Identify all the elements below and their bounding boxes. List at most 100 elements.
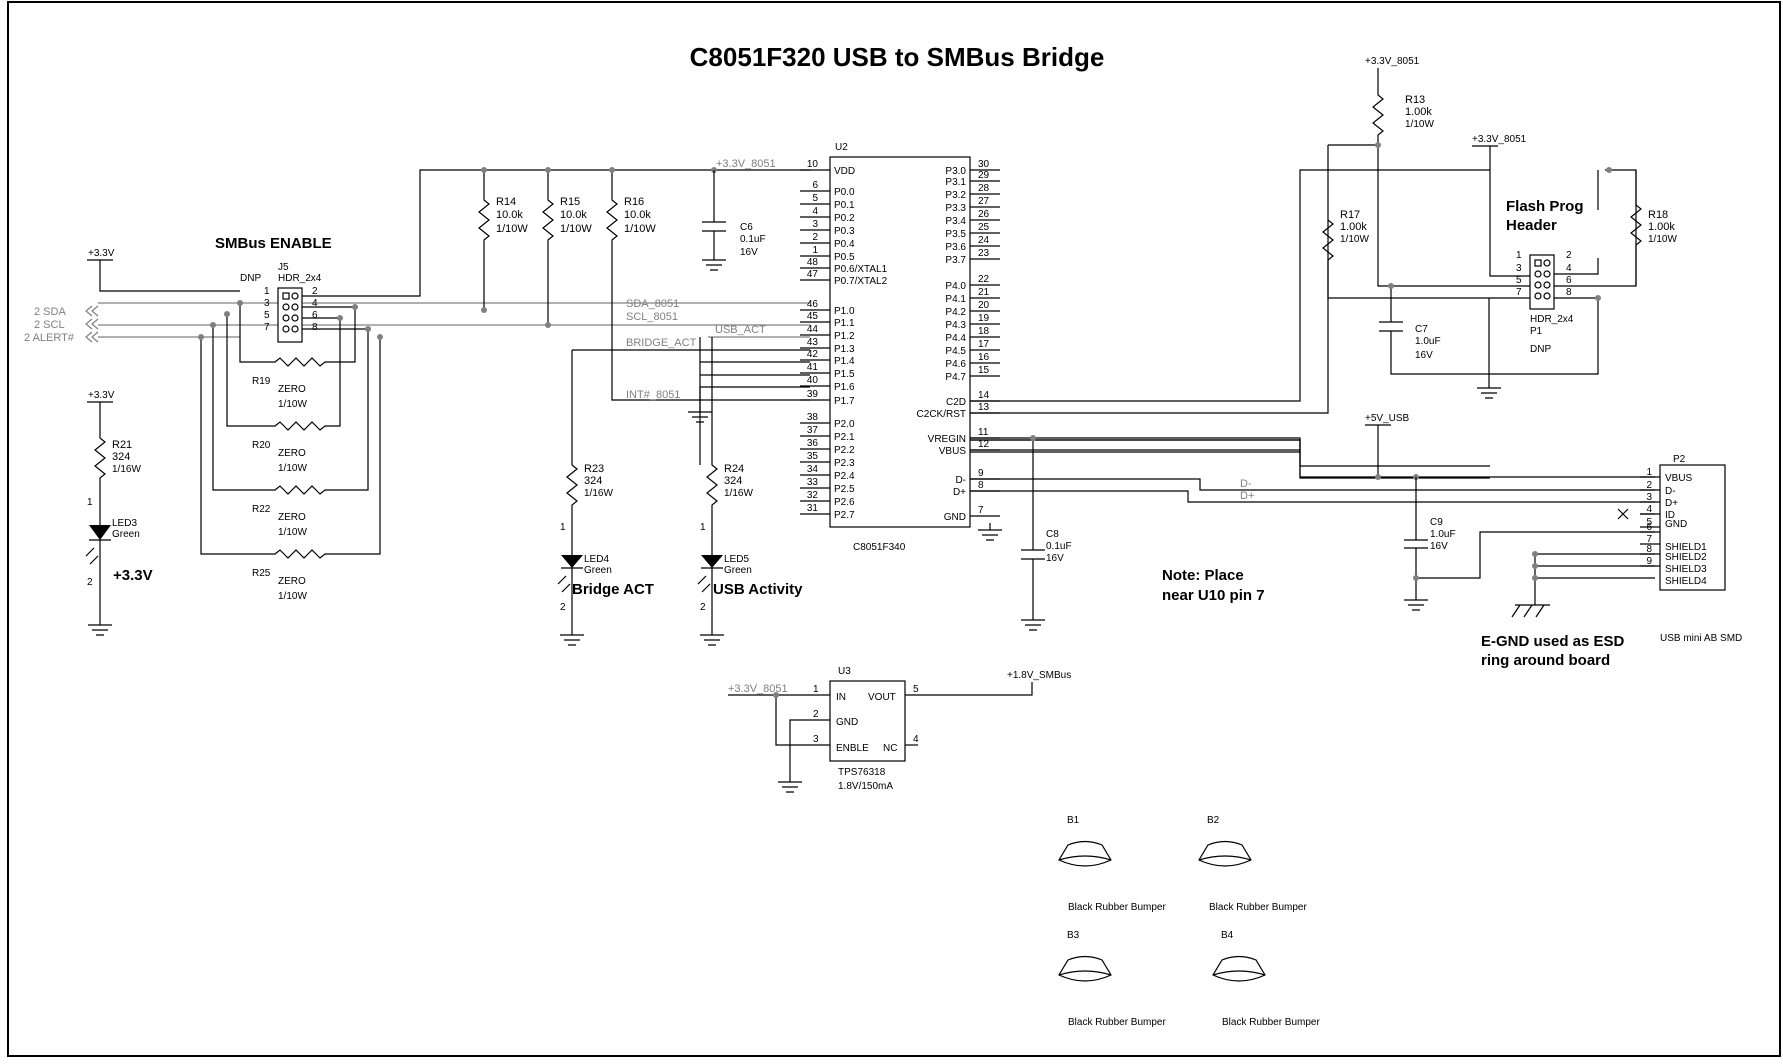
port-scl: 2 SCL [34, 319, 65, 331]
p2-pin-name: ID [1665, 510, 1675, 521]
net-scl: SCL_8051 [626, 311, 678, 323]
flash-prog-section: +3.3V_8051 R13 1.00k 1/10W R17 1.00k 1/1… [1322, 56, 1677, 399]
u2-left-pin-name: P1.3 [834, 344, 855, 355]
u2-right-pin-name: P4.7 [945, 372, 966, 383]
svg-text:B2: B2 [1207, 815, 1220, 826]
svg-text:Black Rubber Bumper: Black Rubber Bumper [1209, 902, 1307, 913]
u3-pin-gnd: GND [836, 717, 858, 728]
u2-left-pin-name: P1.7 [834, 396, 855, 407]
net-dm: D- [1240, 478, 1252, 490]
u3-pin5: 5 [913, 684, 919, 695]
r17-ref: R17 [1340, 209, 1360, 221]
net-dp: D+ [1240, 490, 1254, 502]
p2-pin-num: 9 [1646, 556, 1652, 567]
j5-pin-2: 2 [312, 286, 318, 297]
c9-volt: 16V [1430, 541, 1448, 552]
j5-dnp: DNP [240, 273, 261, 284]
u2-right-pin-num: 7 [978, 505, 984, 516]
u2-part: C8051F340 [853, 542, 906, 553]
u3-pin1: 1 [813, 684, 819, 695]
pullups-section: R14 10.0k 1/10W R15 10.0k 1/10W R16 10.0… [478, 158, 810, 465]
egnd-note-1: E-GND used as ESD [1481, 633, 1625, 650]
u2-right-pin-name: P3.7 [945, 255, 966, 266]
u2-right-pin-name: P4.5 [945, 346, 966, 357]
r18-val: 1.00k [1648, 221, 1675, 233]
u2-left-pin-name: P2.6 [834, 497, 855, 508]
u2-right-pin-num: 18 [978, 326, 990, 337]
c8-ref: C8 [1046, 529, 1059, 540]
u2-right-pin-name: VREGIN [928, 434, 966, 445]
r16-pwr: 1/10W [624, 223, 656, 235]
net-bridge-act: BRIDGE_ACT [626, 337, 697, 349]
u2-left-pin-name: P0.6/XTAL1 [834, 264, 888, 275]
p2-pin-num: 8 [1646, 544, 1652, 555]
u2-right-pin-name: P3.6 [945, 242, 966, 253]
r16-val: 10.0k [624, 209, 651, 221]
p1-pin-8: 8 [1566, 287, 1572, 298]
u2-left-pin-name: P2.3 [834, 458, 855, 469]
c8-val: 0.1uF [1046, 541, 1072, 552]
u2-left-pin-num: 38 [807, 412, 819, 423]
u2-right-pin-num: 11 [978, 427, 989, 438]
p2-pin-name: D- [1665, 486, 1676, 497]
u2-left-pin-name: P1.4 [834, 356, 855, 367]
r17-pwr: 1/10W [1340, 234, 1369, 245]
u2-right-pin-num: 9 [978, 468, 984, 479]
svg-text:B4: B4 [1221, 930, 1234, 941]
u2-right-pin-name: P4.1 [945, 294, 966, 305]
led3-cathode-pin: 2 [87, 577, 93, 588]
p2-body [1659, 464, 1726, 591]
r23-pwr: 1/16W [584, 488, 613, 499]
u2-left-pin-num: 3 [812, 219, 818, 230]
r15-ref: R15 [560, 196, 580, 208]
led3-section: +3.3V R21 324 1/16W 1 LED3 Green 2 +3.3V [85, 390, 153, 636]
j5-pin-4: 4 [312, 298, 318, 309]
u2-left-pin-name: P2.1 [834, 432, 855, 443]
u2-left-pin-num: 2 [812, 232, 818, 243]
u2-left-pin-num: 41 [807, 362, 819, 373]
r13-ref: R13 [1405, 94, 1425, 106]
u2-left-pin-name: P2.5 [834, 484, 855, 495]
sheet-title: C8051F320 USB to SMBus Bridge [690, 42, 1105, 72]
u2-right-pin-num: 19 [978, 313, 990, 324]
u2-left-pin-num: 40 [807, 375, 819, 386]
net-5v-usb: +5V_USB [1365, 413, 1410, 424]
p2-pin-num: 3 [1646, 492, 1652, 503]
u2-right-pin-name: P4.2 [945, 307, 966, 318]
u2-left-pin-name: P1.1 [834, 318, 855, 329]
u2-right-pin-name: D+ [953, 487, 966, 498]
c7-val: 1.0uF [1415, 336, 1441, 347]
u3-pin-enble: ENBLE [836, 743, 869, 754]
bumper-b2: B2 Black Rubber Bumper [1198, 815, 1307, 913]
j5-junctions [198, 300, 383, 340]
led4-cathode-pin: 2 [560, 602, 566, 613]
u2-left-pin-name: P2.7 [834, 510, 855, 521]
led3-anode-pin: 1 [87, 497, 93, 508]
r20-val: ZERO [278, 448, 306, 459]
bridge-act-label: Bridge ACT [572, 581, 654, 598]
p2-pin-name: SHIELD1 [1665, 542, 1707, 553]
u2-right-pin-num: 15 [978, 365, 990, 376]
u2-ref: U2 [835, 142, 848, 153]
p2-ref: P2 [1673, 454, 1686, 465]
smbus-enable-heading: SMBus ENABLE [215, 235, 332, 252]
u2-left-pin-num: 34 [807, 464, 819, 475]
u2-right-pin-num: 26 [978, 209, 990, 220]
u2-right-pin-name: P3.3 [945, 203, 966, 214]
led3-ref: LED3 [112, 518, 137, 529]
c6-val: 0.1uF [740, 234, 766, 245]
u2-left-pin-name: P0.1 [834, 200, 855, 211]
u2-right-pin-num: 13 [978, 402, 990, 413]
u2-right-pin-num: 28 [978, 183, 990, 194]
bumper-b4: B4 Black Rubber Bumper [1212, 930, 1320, 1028]
u2-left-pin-name: P1.2 [834, 331, 855, 342]
u2-left-pin-name: P1.6 [834, 382, 855, 393]
u2-left-pin-name: P1.0 [834, 306, 855, 317]
j5-pin-3: 3 [264, 298, 270, 309]
port-alert: 2 ALERT# [24, 332, 75, 344]
u3-pin-nc: NC [883, 743, 897, 754]
u2-right-pin-num: 12 [978, 439, 990, 450]
u2-left-pin-name: P1.5 [834, 369, 855, 380]
